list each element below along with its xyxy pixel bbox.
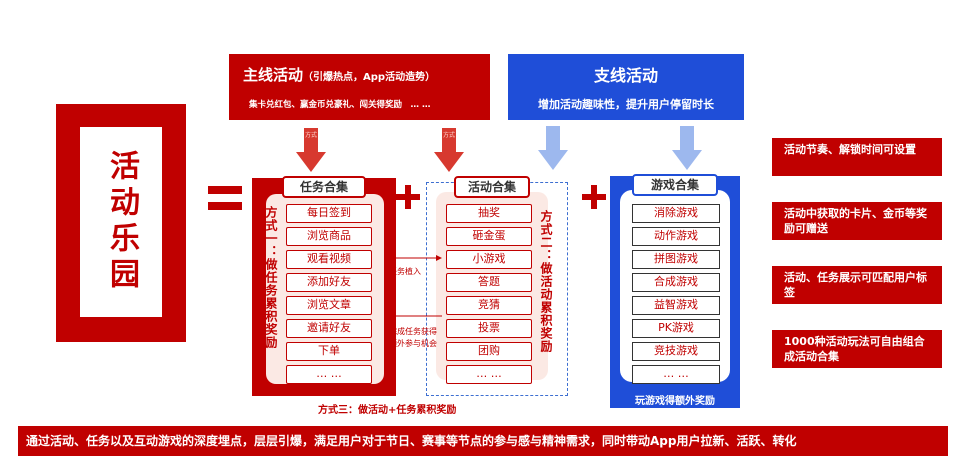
feature-note: 1000种活动玩法可自由组合成活动合集 bbox=[772, 330, 942, 368]
feature-note: 活动中获取的卡片、金币等奖励可赠送 bbox=[772, 202, 942, 240]
list-item: 添加好友 bbox=[286, 273, 372, 292]
list-item: 浏览文章 bbox=[286, 296, 372, 315]
down-arrow-icon bbox=[538, 126, 568, 172]
game-set-title: 游戏合集 bbox=[632, 174, 718, 196]
arrow-label: 方式 bbox=[442, 132, 455, 139]
list-item: 邀请好友 bbox=[286, 319, 372, 338]
plus-sign bbox=[582, 185, 606, 209]
list-item: … … bbox=[632, 365, 720, 384]
list-item: 竞猜 bbox=[446, 296, 532, 315]
down-arrow-icon: 方式 bbox=[296, 128, 326, 174]
down-arrow-icon: 方式 bbox=[434, 128, 464, 174]
list-item: 拼图游戏 bbox=[632, 250, 720, 269]
branch-line-subtitle: 增加活动趣味性，提升用户停留时长 bbox=[538, 98, 714, 111]
list-item: 消除游戏 bbox=[632, 204, 720, 223]
activity-set-title: 活动合集 bbox=[454, 176, 530, 198]
branch-line-title: 支线活动 bbox=[593, 66, 658, 85]
equals-sign bbox=[208, 178, 244, 218]
list-item: 益智游戏 bbox=[632, 296, 720, 315]
list-item: … … bbox=[286, 365, 372, 384]
task-item-list: 每日签到 浏览商品 观看视频 添加好友 浏览文章 邀请好友 下单 … … bbox=[286, 204, 372, 384]
main-line-title-wrap: 主线活动（引爆热点，App活动造势） bbox=[243, 64, 435, 85]
park-card: 活动乐园 bbox=[79, 126, 163, 318]
complete-task-note: 完成任务获得额外参与机会 bbox=[389, 327, 437, 348]
list-item: 合成游戏 bbox=[632, 273, 720, 292]
list-item: 砸金蛋 bbox=[446, 227, 532, 246]
main-line-title: 主线活动 bbox=[243, 66, 304, 84]
list-item: 浏览商品 bbox=[286, 227, 372, 246]
main-line-title-note: （引爆热点，App活动造势） bbox=[303, 72, 436, 83]
task-set-side-label: 方式一：做任务累积奖励 bbox=[264, 206, 278, 349]
list-item: 竞技游戏 bbox=[632, 342, 720, 361]
game-set-footer: 玩游戏得额外奖励 bbox=[635, 396, 715, 407]
task-set-title: 任务合集 bbox=[282, 176, 366, 198]
list-item: 小游戏 bbox=[446, 250, 532, 269]
branch-line-header: 支线活动 增加活动趣味性，提升用户停留时长 bbox=[508, 54, 744, 120]
activity-item-list: 抽奖 砸金蛋 小游戏 答题 竞猜 投票 团购 … … bbox=[446, 204, 532, 384]
plus-sign bbox=[396, 185, 420, 209]
arrow-label: 方式 bbox=[304, 132, 317, 139]
list-item: 团购 bbox=[446, 342, 532, 361]
task-embed-label: 任务植入 bbox=[389, 267, 421, 276]
activity-set-side-label: 方式二：做活动累积奖励 bbox=[539, 210, 553, 353]
list-item: 每日签到 bbox=[286, 204, 372, 223]
list-item: 投票 bbox=[446, 319, 532, 338]
main-line-header: 主线活动（引爆热点，App活动造势） 集卡兑红包、赢金币兑豪礼、闯关得奖励 … … bbox=[229, 54, 490, 120]
list-item: PK游戏 bbox=[632, 319, 720, 338]
down-arrow-icon bbox=[672, 126, 702, 172]
list-item: 答题 bbox=[446, 273, 532, 292]
method3-label: 方式三：做活动+任务累积奖励 bbox=[318, 405, 457, 416]
main-line-subtitle: 集卡兑红包、赢金币兑豪礼、闯关得奖励 … … bbox=[249, 100, 431, 110]
list-item: 下单 bbox=[286, 342, 372, 361]
bottom-summary: 通过活动、任务以及互动游戏的深度埋点，层层引爆，满足用户对于节日、赛事等节点的参… bbox=[18, 426, 948, 456]
list-item: 观看视频 bbox=[286, 250, 372, 269]
list-item: … … bbox=[446, 365, 532, 384]
game-item-list: 消除游戏 动作游戏 拼图游戏 合成游戏 益智游戏 PK游戏 竞技游戏 … … bbox=[632, 204, 720, 384]
list-item: 动作游戏 bbox=[632, 227, 720, 246]
park-title: 活动乐园 bbox=[104, 150, 139, 294]
feature-note: 活动、任务展示可匹配用户标签 bbox=[772, 266, 942, 304]
list-item: 抽奖 bbox=[446, 204, 532, 223]
feature-note: 活动节奏、解锁时间可设置 bbox=[772, 138, 942, 176]
